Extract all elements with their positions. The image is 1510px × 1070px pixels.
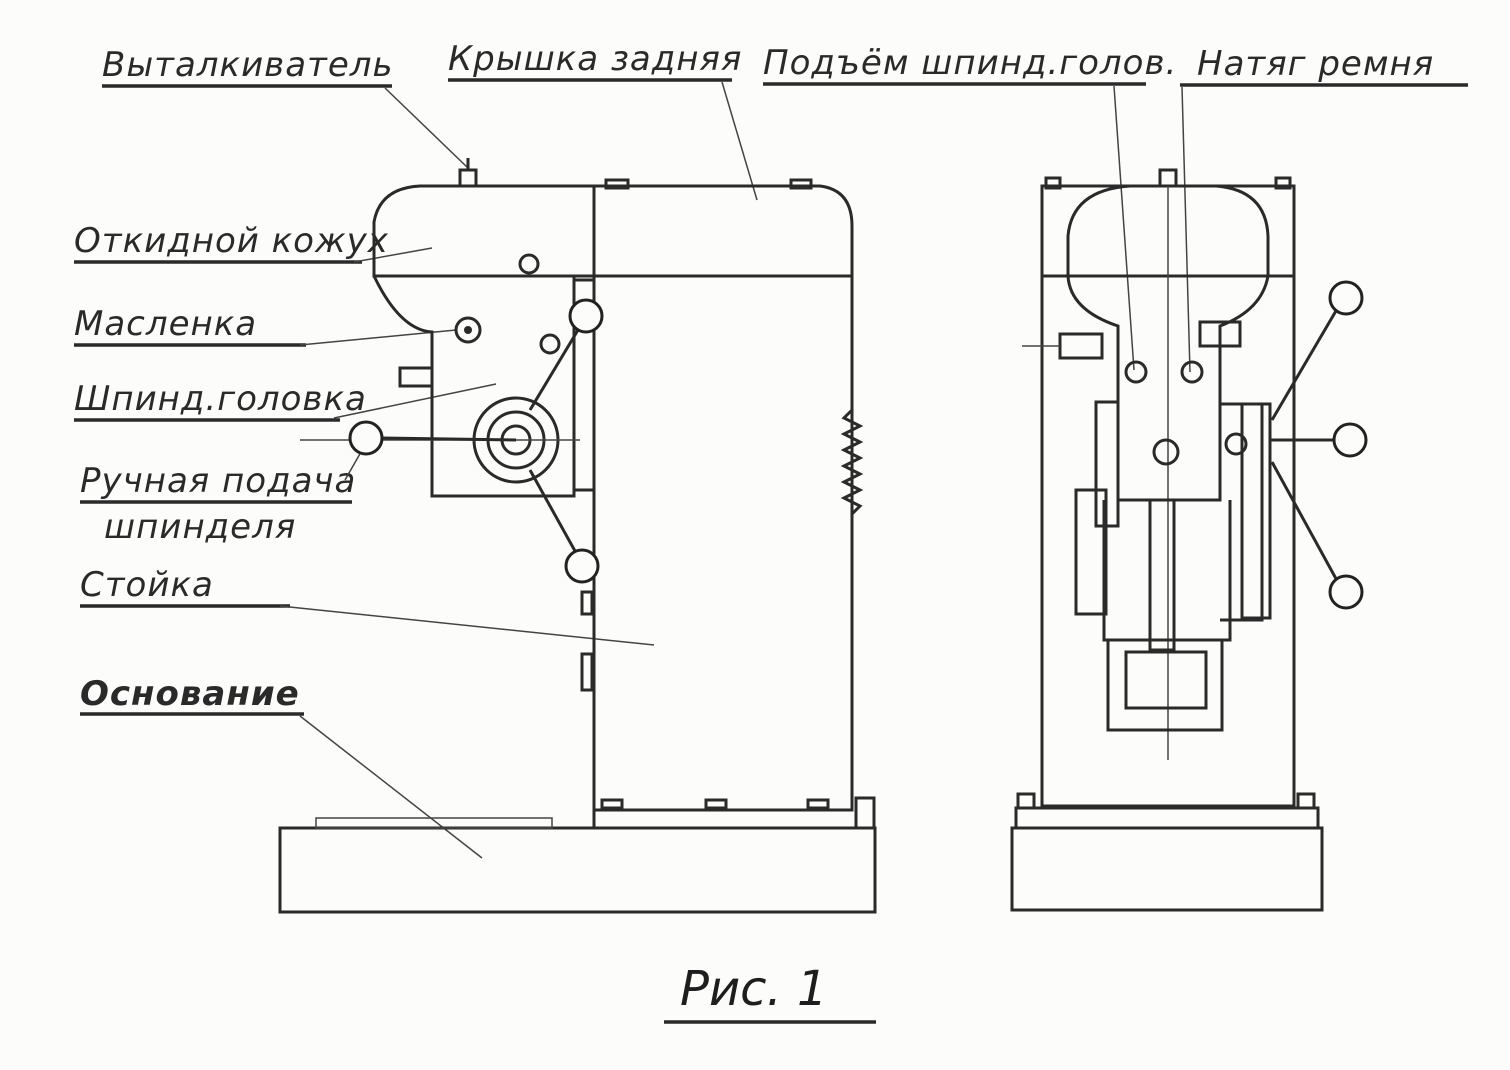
label-column: Стойка [80,565,214,605]
bolt [600,798,624,810]
bolt [789,178,813,190]
spring [840,408,864,516]
callout-base: Основание [80,674,483,859]
callout-belt-tension: Натяг ремня [1180,44,1468,373]
callout-rear-cover: Крышка задняя [448,39,758,201]
front-handle-knob [1328,280,1364,316]
callout-manual-feed: Ручная подача шпинделя [80,444,366,547]
front-base [1010,826,1324,912]
label-oiler: Масленка [74,304,257,344]
feed-handle-knob [564,548,600,584]
callout-oiler: Масленка [74,304,457,347]
callout-spindle-head: Шпинд.головка [74,379,497,422]
bolt [806,798,830,810]
head-lift-screw [1124,360,1148,384]
callout-hinged-casing: Откидной кожух [74,221,433,264]
ejector [458,168,478,188]
label-rear-cover: Крышка задняя [448,39,742,79]
front-handle-knob [1328,574,1364,610]
label-head-lift: Подъём шпинд.голов. [763,43,1177,83]
front-handle-knob [1332,422,1368,458]
spindle-nose [1124,650,1208,710]
feed-handle-knob [348,420,384,456]
label-manual-feed-line2: шпинделя [104,507,296,547]
oiler [454,316,482,344]
label-manual-feed-line1: Ручная подача [80,461,356,501]
callout-ejector: Выталкиватель [102,45,469,169]
label-base: Основание [80,674,300,714]
spindle-head-body [372,275,576,498]
figure-caption: Рис. 1 [664,961,876,1024]
label-ejector: Выталкиватель [102,45,394,85]
column-body [592,184,854,812]
caption-text: Рис. 1 [680,961,828,1017]
callout-column: Стойка [80,565,655,646]
label-hinged-casing: Откидной кожух [74,221,389,261]
bolt [604,178,630,190]
hinged-casing [372,184,596,278]
bolt [704,798,728,810]
side-view [278,158,877,914]
base-block [278,826,877,914]
callout-head-lift: Подъём шпинд.голов. [763,43,1177,371]
label-spindle-head: Шпинд.головка [74,379,367,419]
quill [1102,500,1232,642]
belt-tension-screw [1180,360,1204,384]
feed-handle-knob [568,298,604,334]
label-belt-tension: Натяг ремня [1197,44,1434,84]
base-plate [315,817,553,829]
front-view [1010,168,1368,912]
